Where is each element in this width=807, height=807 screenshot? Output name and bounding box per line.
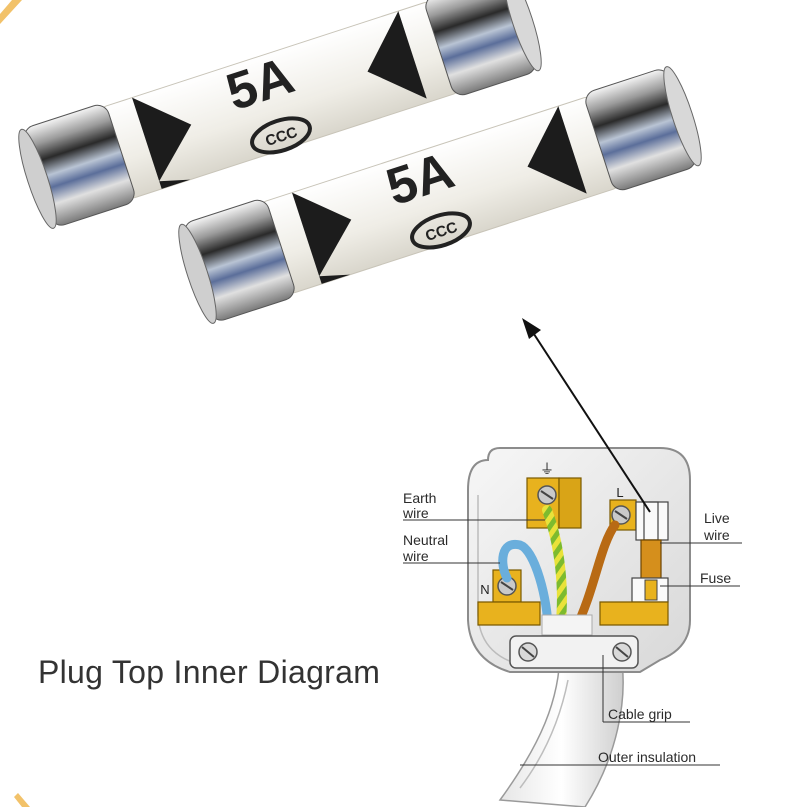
pointer-arrow-head-icon <box>522 318 541 339</box>
neutral-wire <box>498 539 553 635</box>
cable-grip-label: Cable grip <box>608 706 672 722</box>
page-title: Plug Top Inner Diagram <box>38 654 381 690</box>
outer-insulation-label: Outer insulation <box>598 749 696 765</box>
live-wire-label-line1: Live <box>704 510 730 526</box>
fuse-2-ccc-mark-icon <box>410 211 472 250</box>
neutral-letter: N <box>480 582 489 597</box>
fuse-label: Fuse <box>700 570 731 586</box>
live-letter: L <box>616 485 623 500</box>
cable-grip <box>509 635 639 669</box>
fuse-1-ccc-mark-icon <box>250 116 312 155</box>
neutral-wire-label-line1: Neutral <box>403 532 448 548</box>
corner-accent-top <box>0 0 22 24</box>
neutral-wire-label-line2: wire <box>402 548 429 564</box>
fuse-2: 5A CCC <box>178 66 702 324</box>
earth-wire-label-line2: wire <box>402 505 429 521</box>
corner-accent-bottom <box>14 793 30 807</box>
outer-cable <box>498 649 624 807</box>
earth-wire-label-line1: Earth <box>403 490 436 506</box>
earth-symbol-icon: ⏚ <box>540 462 554 478</box>
live-wire-label-line2: wire <box>703 527 730 543</box>
plug-fuse <box>640 539 662 581</box>
plug-diagram: ⏚ L N <box>402 447 742 807</box>
pointer-arrow <box>529 327 651 513</box>
